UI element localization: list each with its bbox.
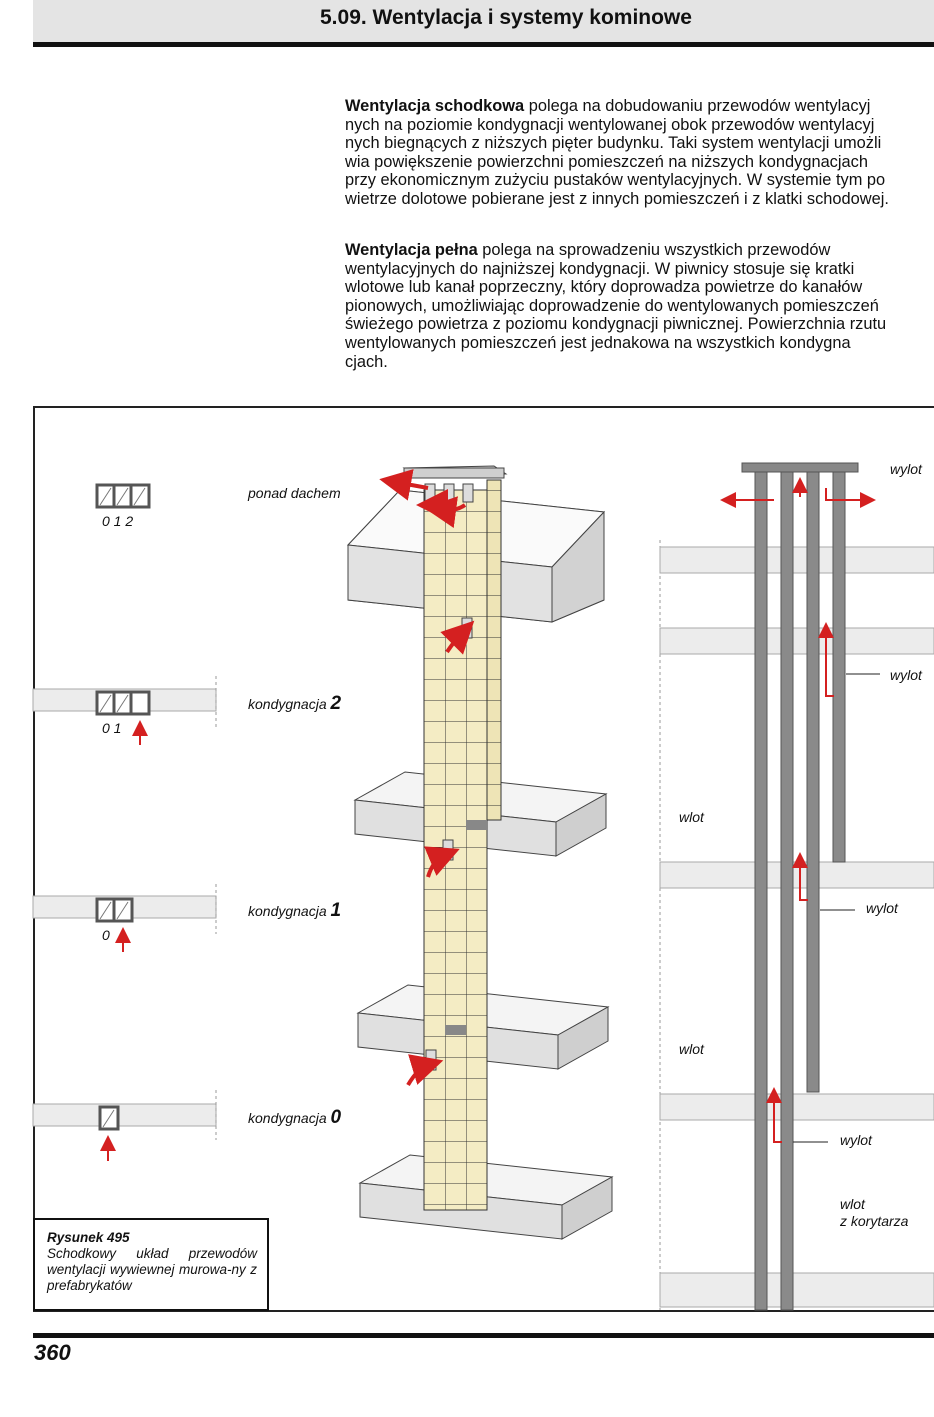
paragraph-full-ventilation: Wentylacja pełna polega na sprowadzeniu …: [345, 241, 934, 371]
figure-caption: Rysunek 495 Schodkowy układ przewodów we…: [33, 1218, 269, 1311]
paragraph-line: nych biegnących z niższych pięter budynk…: [345, 134, 882, 153]
paragraph-line: Wentylacja pełna polega na sprowadzeniu …: [345, 241, 831, 259]
paragraph-line: cjach.: [345, 352, 388, 371]
paragraph-line: wietrze dolotowe pobierane jest z innych…: [345, 189, 889, 208]
paragraph-line: nych na poziomie kondygnacji wentylowane…: [345, 115, 875, 134]
paragraph-line: wentylacyjnych do najniższej kondygnacji…: [345, 259, 855, 278]
plan-view-level-1: [32, 884, 217, 952]
paragraph-line: przy ekonomicznym zużyciu pustaków wenty…: [345, 171, 886, 190]
caption-text: Schodkowy układ przewodów wentylacji wyw…: [47, 1246, 257, 1293]
plan-label-level-1: 0: [102, 927, 110, 943]
footer-rule: [33, 1333, 934, 1338]
term-stepped-ventilation: Wentylacja schodkowa: [345, 97, 525, 115]
paragraph-line: świeżego powietrza z poziomu kondygnacji…: [345, 315, 887, 334]
section-label-outlet-1: wylot: [866, 900, 898, 916]
plan-label-level-2: 0 1: [102, 720, 122, 736]
paragraph-line: Wentylacja schodkowa polega na dobudowan…: [345, 97, 871, 115]
plan-view-level-0: [32, 1090, 217, 1161]
figure-frame: [33, 406, 934, 1312]
section-title: 5.09. Wentylacja i systemy kominowe: [320, 6, 692, 29]
paragraph-line: pionowych, umożliwiając doprowadzenie do…: [345, 296, 879, 315]
section-label-outlet-2: wylot: [890, 667, 922, 683]
page-number: 360: [34, 1340, 71, 1365]
section-label-inlet-0: wlot: [679, 1041, 704, 1057]
level-label-2: kondygnacja 2: [248, 693, 342, 714]
section-view: [659, 462, 934, 1311]
isometric-chimney: [346, 465, 614, 1240]
paragraph-line: wentylowanych pomieszczeń jest jednakowa…: [345, 333, 851, 352]
level-label-0: kondygnacja 0: [248, 1107, 342, 1128]
section-label-inlet-1: wlot: [679, 809, 704, 825]
plan-view-top: [95, 483, 151, 509]
section-label-inlet-corridor: wlot z korytarza: [840, 1196, 909, 1229]
paragraph-line: wia powiększenie powierzchni pomieszczeń…: [345, 152, 868, 171]
section-label-outlet-0: wylot: [840, 1132, 872, 1148]
caption-title: Rysunek 495: [47, 1230, 130, 1245]
paragraph-line: wlotowe lub kanał poprzeczny, który dopr…: [345, 278, 863, 297]
plan-view-level-2: [32, 676, 217, 745]
paragraph-stepped-ventilation: Wentylacja schodkowa polega na dobudowan…: [345, 97, 934, 209]
section-label-outlet-top: wylot: [890, 461, 922, 477]
level-label-1: kondygnacja 1: [248, 900, 342, 921]
term-full-ventilation: Wentylacja pełna: [345, 241, 478, 259]
plan-label-top: 0 1 2: [102, 513, 134, 529]
page-header: 5.09. Wentylacja i systemy kominowe: [33, 0, 934, 47]
level-label-roof: ponad dachem: [248, 485, 341, 501]
